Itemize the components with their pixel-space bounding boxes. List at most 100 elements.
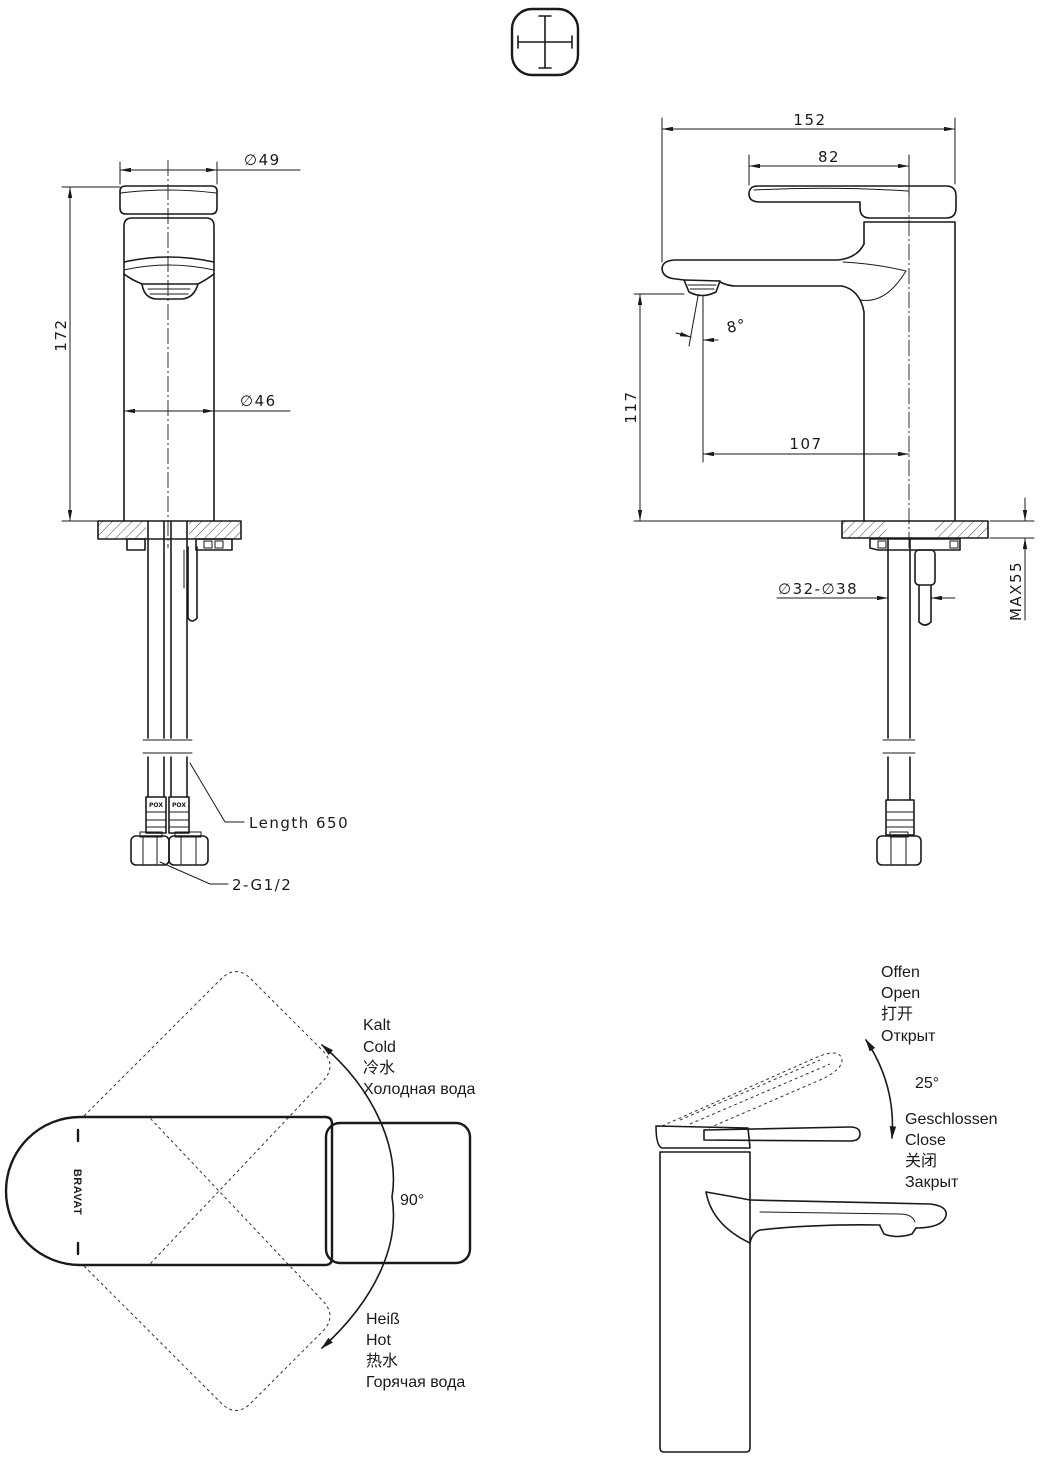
front-cap-outline xyxy=(119,185,218,215)
front-spout-upper-edge xyxy=(123,256,215,263)
front-hex-nut-left xyxy=(130,835,170,866)
open-label-de: Offen xyxy=(881,964,920,981)
dim-spout-angle-arrow-left xyxy=(675,332,692,338)
handle-lever-outline xyxy=(324,1121,472,1265)
side-mounting-hardware xyxy=(869,538,961,626)
front-body xyxy=(123,217,215,522)
lift-handle-boss xyxy=(655,1125,751,1149)
hot-label-en: Hot xyxy=(366,1332,391,1349)
rotation-view: BRAVAT 90° Kalt Cold 冷水 Холодная вода He… xyxy=(4,971,475,1411)
front-washer-left xyxy=(126,538,146,551)
dim-spout-height: 117 xyxy=(622,293,843,522)
close-label-en: Close xyxy=(905,1132,946,1149)
side-spout-top-edge xyxy=(661,243,865,281)
open-label-en: Open xyxy=(881,985,920,1002)
open-label-ru: Открыт xyxy=(881,1028,936,1045)
front-base-hatch-right xyxy=(189,521,241,539)
front-hose-right-lower xyxy=(170,756,188,798)
hose-length-callout: Length 650 xyxy=(189,762,349,832)
dim-spout-angle: 8° xyxy=(675,295,748,347)
symbol-frame xyxy=(510,7,580,77)
cold-label-ru: Холодная вода xyxy=(363,1081,475,1098)
lift-handle-lever xyxy=(703,1126,861,1142)
close-label-zh: 关闭 xyxy=(905,1152,937,1170)
dim-height-label: 172 xyxy=(52,318,70,351)
dim-diameter-body-label: ∅46 xyxy=(240,392,277,410)
cold-label-zh: 冷水 xyxy=(363,1059,395,1077)
hose-label-right: POX xyxy=(172,802,186,809)
dim-hole-diameter-label: ∅32-∅38 xyxy=(778,580,858,598)
front-mounting-rod xyxy=(187,546,198,622)
cold-labels: Kalt Cold 冷水 Холодная вода xyxy=(363,1017,475,1098)
front-hose-right-upper xyxy=(170,520,188,739)
hot-label-ru: Горячая вода xyxy=(366,1374,465,1391)
front-nut-square-2 xyxy=(214,540,224,549)
hose-label-left: POX xyxy=(149,802,163,809)
side-hose xyxy=(876,537,922,866)
side-handle-top-line xyxy=(753,187,909,192)
side-base-hatch-left xyxy=(842,521,886,538)
dim-diameter-top-label: ∅49 xyxy=(244,151,281,169)
side-aerator xyxy=(683,279,721,297)
dim-max-thickness: MAX55 xyxy=(989,497,1035,621)
connection-label: 2-G1/2 xyxy=(232,876,292,894)
hot-label-zh: 热水 xyxy=(366,1352,398,1370)
dim-diameter-top-extensions xyxy=(119,161,218,185)
dim-diameter-body: ∅46 xyxy=(123,392,291,414)
side-fitting-rings xyxy=(885,811,915,828)
dim-diameter-top: ∅49 xyxy=(119,151,301,185)
dim-spout-reach: 107 xyxy=(702,295,910,463)
open-labels: Offen Open 打开 Открыт xyxy=(881,964,936,1045)
lift-arrow xyxy=(865,1038,897,1140)
side-washer-tabs xyxy=(877,540,959,549)
symbol-cross xyxy=(517,15,573,69)
side-spout-blend-lower xyxy=(860,270,907,301)
dim-lever-length: 82 xyxy=(748,148,910,197)
front-hoses: POX POX xyxy=(130,520,209,866)
lift-spout-bottom-edge xyxy=(749,1224,881,1244)
dim-total-length: 152 xyxy=(661,111,956,263)
lift-open-lever-outline xyxy=(661,1052,843,1132)
front-aerator-grille xyxy=(147,288,191,295)
close-label-ru: Закрыт xyxy=(905,1174,959,1191)
dim-hole-diameter: ∅32-∅38 xyxy=(776,580,956,601)
front-nut-collar-left xyxy=(139,831,163,838)
lift-open-position xyxy=(661,1052,843,1132)
lift-view: 25° Offen Open 打开 Открыт Geschlossen Clo… xyxy=(655,964,998,1453)
dim-lever-length-extensions xyxy=(748,154,910,197)
cold-label-en: Cold xyxy=(363,1039,396,1056)
dim-height: 172 xyxy=(52,186,121,522)
dim-lever-length-label: 82 xyxy=(818,148,840,166)
side-spout-bottom-edge xyxy=(719,281,865,313)
handle-top-outline xyxy=(4,1115,334,1267)
lift-spout xyxy=(705,1191,947,1244)
dim-spout-height-label: 117 xyxy=(622,390,640,423)
rotation-arrow xyxy=(321,1044,395,1349)
lift-angle-label: 25° xyxy=(915,1075,939,1092)
lift-aerator xyxy=(879,1225,917,1238)
front-hex-nut-faces xyxy=(142,836,197,865)
rotation-angle-label: 90° xyxy=(400,1192,424,1209)
connection-leader xyxy=(159,861,229,885)
dim-height-extensions xyxy=(61,186,121,522)
dim-spout-angle-slant xyxy=(688,295,699,347)
front-spout-lower-edge xyxy=(123,264,215,271)
front-base-outline xyxy=(97,520,242,540)
front-cap xyxy=(119,185,218,215)
dim-max-thickness-label: MAX55 xyxy=(1007,561,1025,621)
hose-length-label: Length 650 xyxy=(249,814,349,832)
front-hose-left-lower xyxy=(147,756,165,798)
side-hex-nut xyxy=(876,835,922,866)
side-hose-lower xyxy=(887,756,911,801)
front-aerator xyxy=(141,283,199,300)
side-body xyxy=(863,221,956,522)
front-nut-square-1 xyxy=(203,540,213,549)
lift-spout-top-edge xyxy=(749,1199,947,1229)
front-spout xyxy=(123,256,215,300)
front-nut-collar-right xyxy=(174,831,202,838)
lift-spout-highlight xyxy=(759,1211,916,1223)
hot-labels: Heiß Hot 热水 Горячая вода xyxy=(366,1311,465,1391)
cross-symbol-icon xyxy=(510,7,580,77)
hose-length-leader xyxy=(189,762,245,823)
